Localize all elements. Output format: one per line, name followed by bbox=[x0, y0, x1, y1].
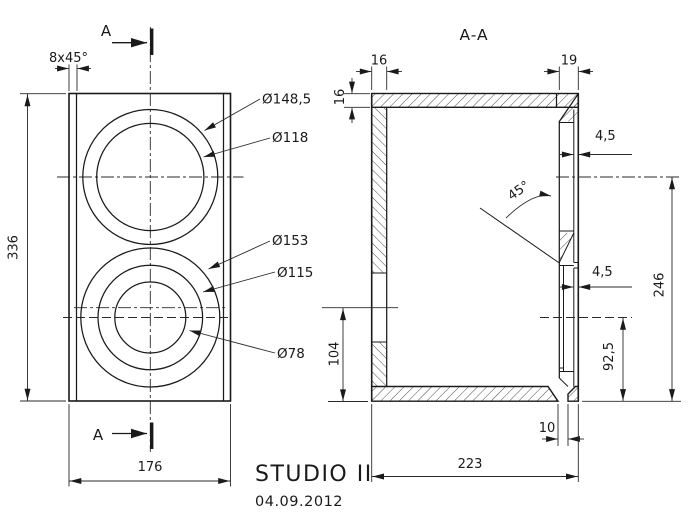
recess-lower-label: 4,5 bbox=[592, 265, 613, 280]
front-bottom-rail bbox=[567, 385, 579, 402]
tweeter-hole-circle bbox=[96, 122, 205, 232]
dia-woofer-recess: Ø153 bbox=[272, 233, 308, 249]
dia-tweeter-recess: Ø148,5 bbox=[262, 92, 311, 108]
front-wall-label: 19 bbox=[561, 54, 578, 69]
bottom-wall bbox=[371, 385, 560, 402]
dim-port-height: 92,5 bbox=[602, 317, 626, 402]
width-label: 176 bbox=[138, 460, 163, 475]
dia-tweeter-hole: Ø118 bbox=[272, 130, 308, 146]
top-wall-label: 16 bbox=[333, 89, 348, 106]
angle-label: 45° bbox=[505, 178, 532, 204]
rear-wall-lower bbox=[371, 342, 387, 386]
dim-height: 336 bbox=[7, 93, 66, 402]
section-view: A-A 45° bbox=[322, 26, 682, 482]
drawing-date: 04.09.2012 bbox=[255, 494, 343, 510]
port-height-label: 92,5 bbox=[602, 342, 617, 371]
dia-woofer-hole: Ø115 bbox=[277, 265, 313, 281]
top-wall bbox=[371, 92, 580, 109]
baffle-bottom-chamfer bbox=[558, 377, 569, 387]
cut-marker-bottom: A bbox=[93, 422, 154, 449]
diameter-labels: Ø148,5 Ø118 Ø153 Ø115 Ø78 bbox=[189, 92, 313, 362]
dia-woofer-inner: Ø78 bbox=[277, 346, 305, 362]
section-title: A-A bbox=[459, 26, 488, 44]
depth-label: 223 bbox=[458, 457, 483, 472]
dim-front-wall: 19 bbox=[544, 54, 593, 90]
dim-inner-height: 246 bbox=[653, 177, 675, 402]
rear-wall-upper bbox=[371, 107, 387, 273]
port-width-label: 10 bbox=[539, 421, 556, 436]
woofer-inner-circle bbox=[114, 281, 187, 354]
dim-width: 176 bbox=[68, 404, 231, 487]
dim-woofer-height: 104 bbox=[328, 308, 368, 402]
dim-rear-wall: 16 bbox=[356, 54, 402, 90]
inner-height-label: 246 bbox=[653, 273, 668, 298]
dim-recess-upper: 4,5 bbox=[560, 129, 632, 158]
dim-recess-lower: 4,5 bbox=[560, 265, 632, 290]
height-label: 336 bbox=[7, 235, 22, 260]
dim-chamfer: 8x45° bbox=[49, 51, 91, 91]
cabinet-outline bbox=[68, 92, 232, 402]
woofer-recess-circle bbox=[80, 247, 221, 388]
cut-letter-top: A bbox=[101, 22, 112, 40]
woofer-hole-circle bbox=[97, 264, 204, 371]
chamfer-ref-line bbox=[479, 207, 560, 264]
rear-wall-label: 16 bbox=[371, 54, 388, 69]
cut-marker-top: A bbox=[101, 22, 154, 55]
front-view: A A 8x45° 336 bbox=[7, 22, 313, 487]
dim-port-width: 10 bbox=[539, 404, 584, 446]
tweeter-recess-circle bbox=[82, 108, 219, 246]
cut-letter-bottom: A bbox=[93, 426, 104, 444]
recess-upper-label: 4,5 bbox=[595, 129, 616, 144]
dim-depth: 223 bbox=[371, 404, 579, 482]
title-block: STUDIO II 04.09.2012 bbox=[255, 462, 373, 510]
drawing-title: STUDIO II bbox=[255, 462, 373, 487]
chamfer-label: 8x45° bbox=[49, 51, 88, 66]
dim-top-wall: 16 bbox=[333, 78, 370, 123]
angle-arc bbox=[505, 190, 552, 219]
woofer-height-label: 104 bbox=[328, 342, 343, 367]
